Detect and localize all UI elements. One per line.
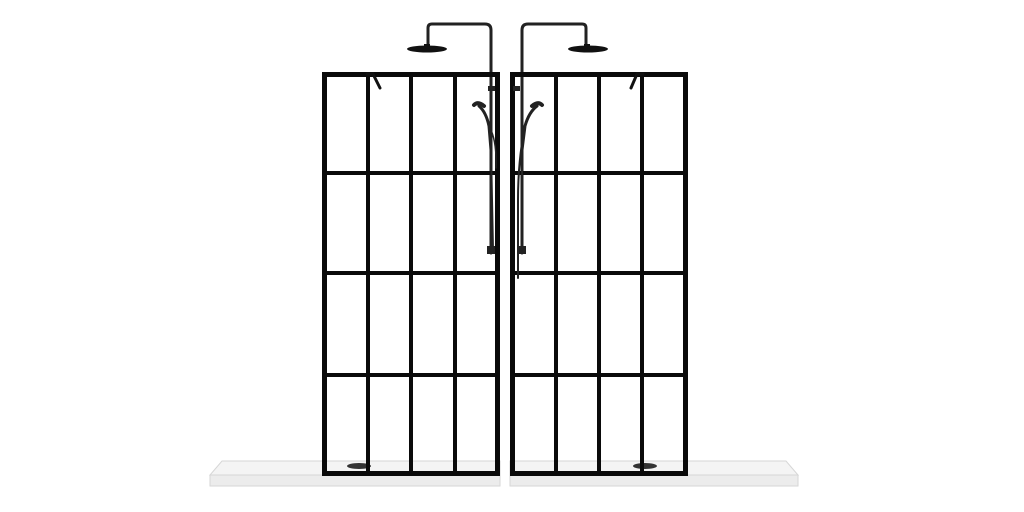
left-rain-shower [407, 22, 493, 255]
right-shower-panel [510, 72, 688, 476]
right-wall-bracket [629, 72, 645, 90]
right-drain [633, 463, 657, 469]
right-rain-shower [520, 22, 608, 255]
right-hand-shower [513, 86, 544, 279]
left-wall-bracket [365, 72, 382, 90]
left-hand-shower [472, 86, 497, 254]
left-shower-panel [322, 72, 500, 476]
left-panel-outer-frame [322, 72, 500, 476]
left-drain [347, 463, 371, 469]
right-panel-outer-frame [510, 72, 688, 476]
